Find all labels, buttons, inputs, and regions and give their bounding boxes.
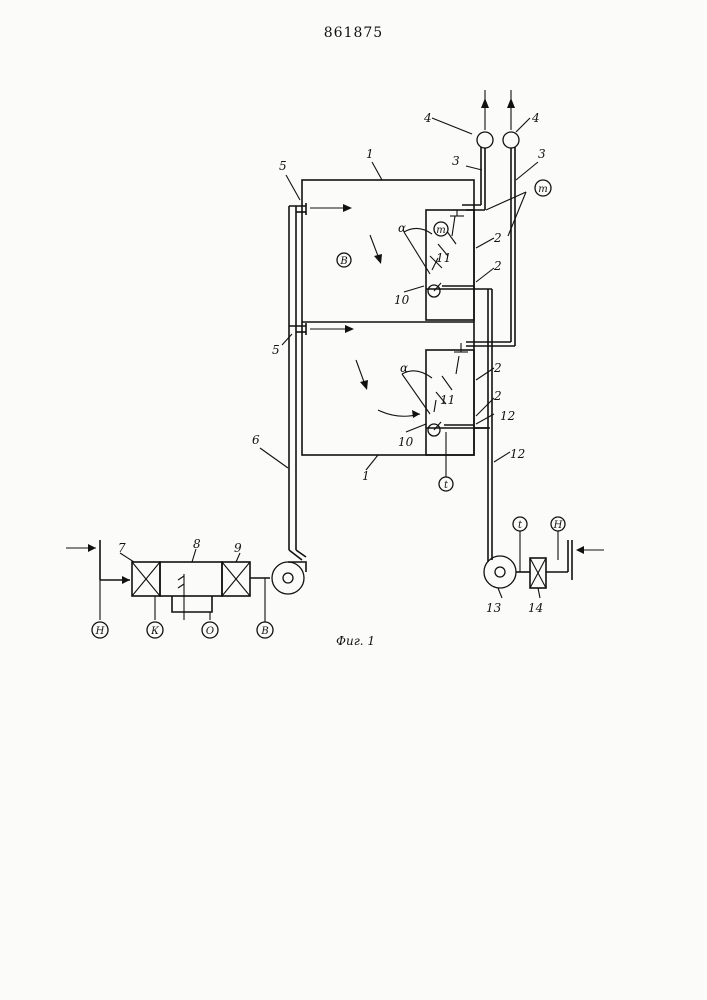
label-alpha-bottom: α [400, 361, 408, 375]
label-2-b: 2 [493, 259, 502, 273]
flow-arrows [310, 204, 382, 390]
label-2-d: 2 [493, 389, 502, 403]
angle-arcs [378, 228, 432, 418]
label-1-top: 1 [366, 147, 374, 161]
label-2-c: 2 [493, 361, 502, 375]
label-14: 14 [528, 601, 543, 615]
label-5-top: 5 [279, 159, 287, 173]
label-10-top: 10 [394, 293, 410, 307]
circle-m-duct: т [538, 184, 547, 195]
circle-O: О [206, 626, 214, 637]
label-12-a: 12 [500, 409, 515, 423]
label-11-bottom: 11 [440, 393, 455, 407]
label-10-bottom: 10 [398, 435, 414, 449]
circle-m-block: т [436, 225, 445, 236]
label-2-a: 2 [493, 231, 502, 245]
leader-lines [120, 118, 540, 598]
circle-H-left: Н [95, 626, 105, 637]
label-4-left: 4 [423, 111, 432, 125]
exhaust-unit [484, 530, 604, 588]
circle-K: К [150, 626, 159, 637]
label-alpha-top: α [398, 221, 406, 235]
label-5-bottom: 5 [272, 343, 280, 357]
label-3-left: 3 [452, 154, 460, 168]
label-13: 13 [486, 601, 502, 615]
circle-B-chamber: В [339, 256, 347, 267]
label-12-b: 12 [510, 447, 525, 461]
label-1-bottom: 1 [362, 469, 370, 483]
label-4-right: 4 [531, 111, 540, 125]
return-duct [474, 289, 492, 555]
circle-B-unit: В [260, 626, 268, 637]
lower-block [426, 343, 490, 455]
label-7: 7 [118, 541, 126, 555]
circle-H-right: Н [553, 520, 563, 531]
exhaust-ducts [462, 90, 519, 346]
label-9: 9 [234, 541, 242, 555]
label-11-top: 11 [436, 251, 451, 265]
label-8: 8 [193, 537, 201, 551]
label-6: 6 [252, 433, 260, 447]
supply-unit [66, 540, 306, 622]
figure-caption: Фиг. 1 [336, 634, 375, 648]
label-3-right: 3 [538, 147, 546, 161]
supply-duct [289, 203, 306, 560]
